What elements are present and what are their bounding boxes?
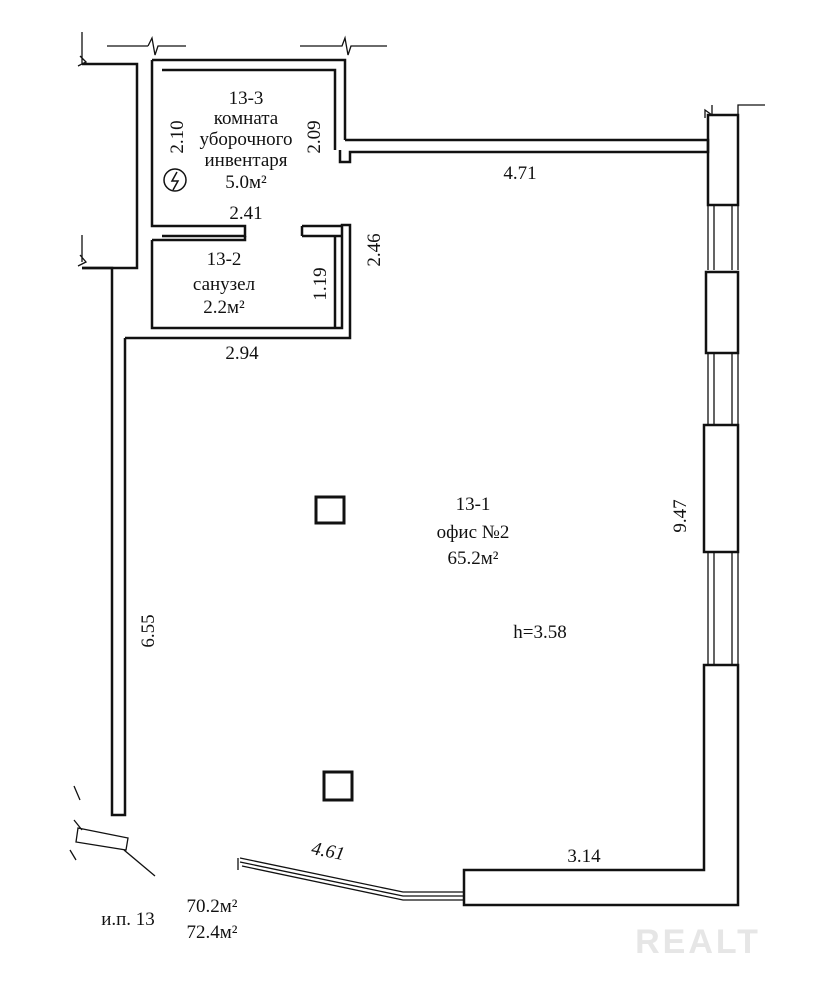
dim-r2-right-ext: 2.46 <box>364 233 385 266</box>
column-lower <box>322 770 354 802</box>
dim-r3-bottom: 2.41 <box>229 203 262 224</box>
dim-left-wall: 6.55 <box>138 614 159 647</box>
dim-r3-right: 2.09 <box>304 120 325 153</box>
room-13-1-area: 65.2м² <box>448 548 499 569</box>
room-13-2-id: 13-2 <box>207 249 242 270</box>
dim-r3-height: 2.10 <box>167 120 188 153</box>
ceiling-height: h=3.58 <box>513 622 566 643</box>
watermark: REALT <box>635 923 761 961</box>
dim-r2-right: 1.19 <box>310 267 331 300</box>
room-13-1-id: 13-1 <box>456 494 491 515</box>
room-13-3-name-line-3: инвентаря <box>204 150 287 171</box>
room-13-3-name-line-1: комната <box>214 108 279 129</box>
room-13-2-area: 2.2м² <box>203 297 245 318</box>
walls <box>69 32 765 907</box>
room-13-1-name: офис №2 <box>437 522 510 543</box>
room-13-3-name-line-2: уборочного <box>200 129 293 150</box>
dim-top-wall: 4.71 <box>503 163 536 184</box>
room-13-3-id: 13-3 <box>229 88 264 109</box>
footer-label: и.п. 13 <box>101 909 155 930</box>
room-13-3-area: 5.0м² <box>225 172 267 193</box>
footer-area-1: 70.2м² <box>187 896 238 917</box>
dim-bottom-angled: 4.61 <box>310 838 347 865</box>
dim-r2-bottom: 2.94 <box>225 343 259 364</box>
column-upper <box>314 495 346 525</box>
dim-bottom-right: 3.14 <box>567 846 601 867</box>
footer-area-2: 72.4м² <box>187 922 238 943</box>
room-13-2-name: санузел <box>193 274 256 295</box>
dim-right-wall: 9.47 <box>670 499 691 532</box>
electrical-panel-icon <box>163 168 187 192</box>
